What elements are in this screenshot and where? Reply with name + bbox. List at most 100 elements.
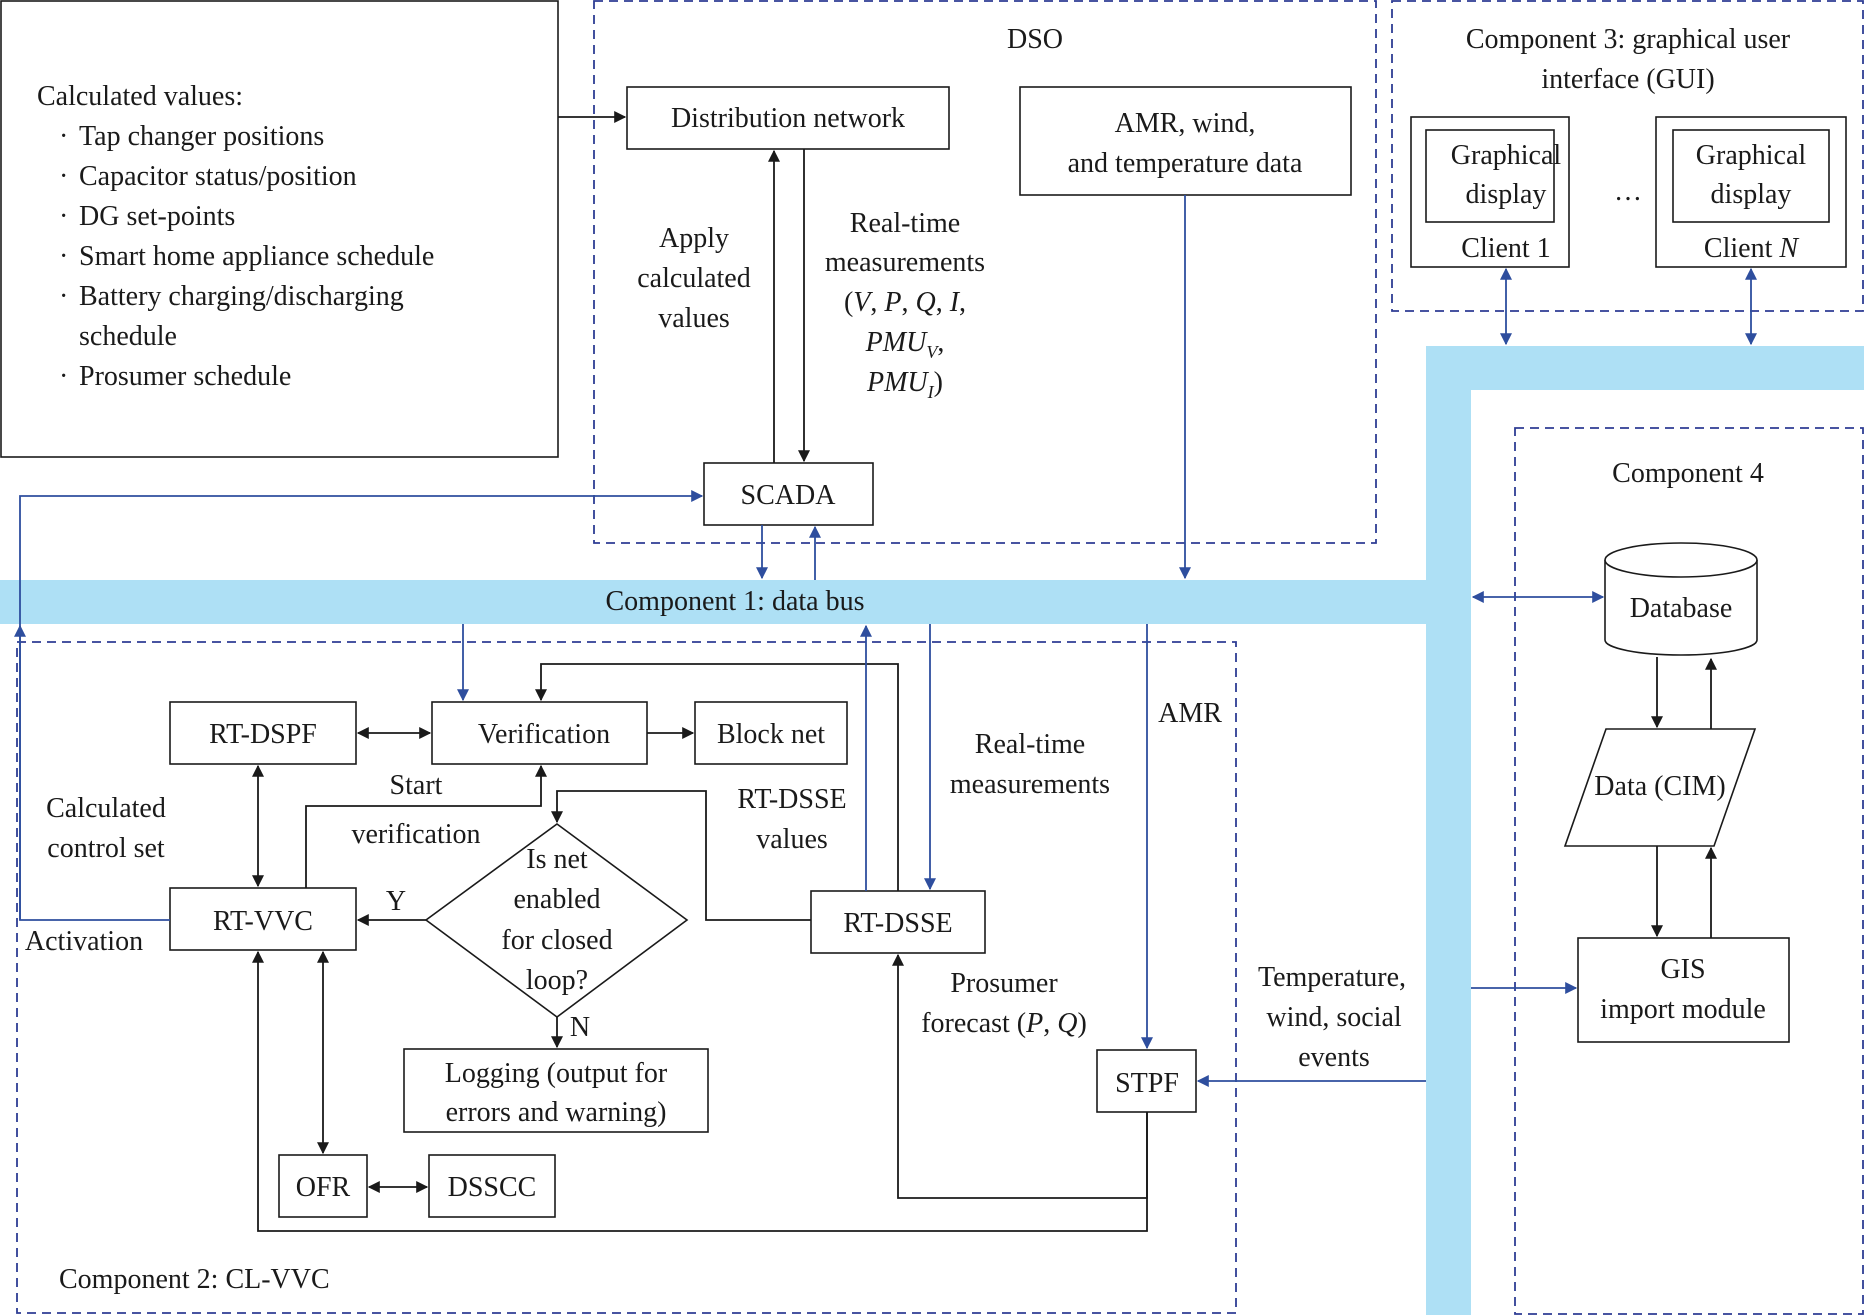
gui-title: interface (GUI) bbox=[1541, 64, 1714, 95]
start-verification-label: Start bbox=[390, 770, 443, 801]
dso-region bbox=[593, 0, 1377, 544]
list-item-continuation: schedule bbox=[79, 321, 177, 352]
data-bus-label: Component 1: data bus bbox=[606, 586, 865, 617]
scada-label: SCADA bbox=[741, 480, 837, 511]
decision-label: Is net bbox=[526, 844, 588, 875]
graphical-display-n-label: Graphical bbox=[1696, 140, 1807, 171]
realtime-measurements-quantities: (V, P, Q, I, bbox=[844, 287, 966, 318]
activation-label: Activation bbox=[25, 926, 143, 957]
decision-no-label: N bbox=[570, 1012, 590, 1043]
verification-label: Verification bbox=[478, 719, 610, 750]
rt-vvc-box bbox=[169, 887, 357, 951]
bullet-icon: · bbox=[59, 201, 68, 232]
graphical-display-1-box bbox=[1425, 129, 1555, 223]
realtime-measurements-label: Real-time bbox=[975, 729, 1085, 760]
rt-dsse-values-label: RT-DSSE bbox=[737, 784, 846, 815]
database-cylinder bbox=[1604, 542, 1758, 656]
rt-dsse-label: RT-DSSE bbox=[843, 908, 952, 939]
list-item: Smart home appliance schedule bbox=[79, 241, 434, 272]
ofr-box bbox=[278, 1154, 368, 1218]
realtime-measurements-label: measurements bbox=[825, 247, 985, 278]
dsse-to-verification-connector bbox=[535, 663, 899, 891]
realtime-measurements-label: Real-time bbox=[850, 208, 960, 239]
gui-bus-bar bbox=[1426, 346, 1864, 390]
decision-label: loop? bbox=[526, 965, 588, 996]
list-item: Prosumer schedule bbox=[79, 361, 291, 392]
scada-box bbox=[703, 462, 874, 526]
logging-label: Logging (output for bbox=[445, 1058, 668, 1089]
distribution-network-box bbox=[626, 86, 950, 150]
rt-vvc-label: RT-VVC bbox=[213, 906, 313, 937]
bullet-icon: · bbox=[59, 281, 68, 312]
list-item: DG set-points bbox=[79, 201, 235, 232]
black-connectors bbox=[252, 111, 1717, 1232]
stpf-to-dsse-connector bbox=[892, 953, 1148, 1199]
ofr-label: OFR bbox=[296, 1172, 351, 1203]
block-net-label: Block net bbox=[717, 719, 825, 750]
verification-box bbox=[431, 701, 648, 765]
logging-label: errors and warning) bbox=[446, 1097, 667, 1128]
list-item: Tap changer positions bbox=[79, 121, 324, 152]
bullet-icon: · bbox=[59, 161, 68, 192]
bullet-icon: · bbox=[59, 241, 68, 272]
client-n-label: Client N bbox=[1704, 233, 1799, 264]
bullet-icon: · bbox=[59, 361, 68, 392]
prosumer-forecast-label: forecast (P, Q) bbox=[921, 1008, 1087, 1039]
block-net-box bbox=[694, 701, 848, 765]
pmu-current-label: PMUI) bbox=[866, 367, 943, 402]
temperature-wind-label: wind, social bbox=[1266, 1002, 1402, 1033]
distribution-network-label: Distribution network bbox=[671, 103, 905, 134]
gis-import-module-label: GIS bbox=[1660, 954, 1705, 985]
gis-import-module-box bbox=[1577, 937, 1790, 1043]
clvvc-title: Component 2: CL-VVC bbox=[59, 1264, 330, 1295]
list-item: Capacitor status/position bbox=[79, 161, 357, 192]
temperature-wind-label: events bbox=[1298, 1042, 1370, 1073]
decision-label: enabled bbox=[513, 884, 600, 915]
component-4-title: Component 4 bbox=[1612, 458, 1764, 489]
calculated-control-set-label: control set bbox=[47, 833, 165, 864]
amr-wind-temperature-box bbox=[1019, 86, 1352, 196]
graphical-display-1-label: Graphical bbox=[1451, 140, 1562, 171]
calculated-values-list: Calculated values: · Tap changer positio… bbox=[37, 81, 434, 392]
data-bus-bar bbox=[0, 580, 1470, 624]
client-1-label: Client 1 bbox=[1461, 233, 1550, 264]
decision-yes-label: Y bbox=[386, 886, 406, 917]
dsscc-box bbox=[428, 1154, 556, 1218]
temperature-wind-label: Temperature, bbox=[1258, 962, 1406, 993]
rt-dsse-values-label: values bbox=[756, 824, 828, 855]
database-label: Database bbox=[1630, 593, 1733, 624]
graphical-display-1-label: display bbox=[1466, 179, 1547, 210]
amr-data-label: AMR, wind, bbox=[1115, 108, 1256, 139]
start-verification-connector bbox=[305, 764, 547, 888]
logging-box bbox=[403, 1048, 709, 1133]
dsscc-label: DSSCC bbox=[448, 1172, 537, 1203]
calculated-control-set-label: Calculated bbox=[46, 793, 166, 824]
start-verification-label: verification bbox=[351, 819, 480, 850]
apply-values-label: values bbox=[658, 303, 730, 334]
realtime-measurements-label: measurements bbox=[950, 769, 1110, 800]
vertical-bus-bar bbox=[1426, 346, 1471, 1315]
ellipsis-icon: … bbox=[1614, 176, 1642, 207]
gui-title: Component 3: graphical user bbox=[1466, 24, 1791, 55]
list-item: Battery charging/discharging bbox=[79, 281, 404, 312]
amr-data-label: and temperature data bbox=[1068, 148, 1303, 179]
bullet-icon: · bbox=[59, 121, 68, 152]
blue-connectors bbox=[14, 195, 1757, 1087]
prosumer-forecast-label: Prosumer bbox=[950, 968, 1058, 999]
rt-dspf-label: RT-DSPF bbox=[209, 719, 317, 750]
rt-dsse-box bbox=[810, 890, 986, 954]
stpf-label: STPF bbox=[1115, 1068, 1179, 1099]
decision-label: for closed bbox=[501, 925, 612, 956]
amr-label: AMR bbox=[1158, 698, 1222, 729]
component-4-region bbox=[1514, 427, 1864, 1315]
apply-values-label: calculated bbox=[637, 263, 750, 294]
dso-title: DSO bbox=[1007, 24, 1063, 55]
gis-import-module-label: import module bbox=[1600, 994, 1766, 1025]
dsse-values-to-decision-connector bbox=[551, 790, 811, 921]
rt-dspf-box bbox=[169, 701, 357, 765]
calculated-values-heading: Calculated values: bbox=[37, 81, 243, 112]
data-cim-label: Data (CIM) bbox=[1594, 771, 1725, 802]
apply-values-label: Apply bbox=[659, 223, 729, 254]
pmu-voltage-label: PMUV, bbox=[865, 327, 945, 362]
